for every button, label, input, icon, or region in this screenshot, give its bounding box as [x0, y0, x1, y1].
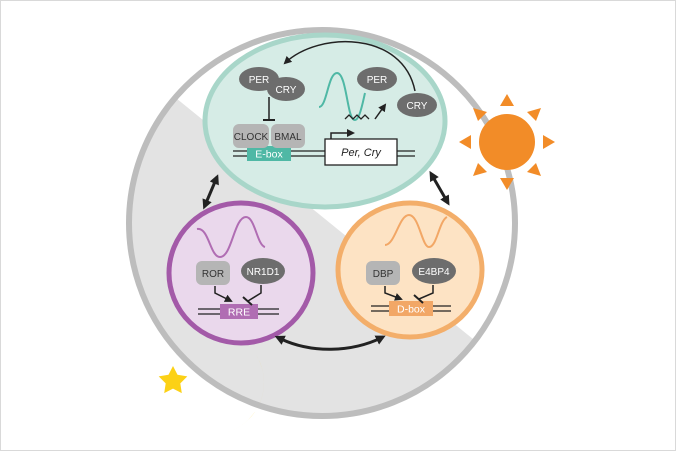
- cry-complex-label: CRY: [276, 85, 297, 96]
- rre-loop: RRE ROR NR1D1: [166, 200, 316, 346]
- clock-protein: [233, 124, 269, 148]
- sun-icon: [459, 94, 555, 190]
- rre-dbox-connector-arrow: [274, 335, 386, 351]
- ror-activation-arrow: [214, 286, 233, 302]
- clock-label: CLOCK: [234, 132, 269, 143]
- rre-loop-background: [166, 200, 316, 346]
- ebox-element-box: [247, 146, 291, 161]
- per-cry-gene-box: [324, 138, 398, 166]
- dbox-element-label: D-box: [397, 304, 426, 316]
- free-cry-label: CRY: [407, 101, 428, 112]
- nr1d1-label: NR1D1: [247, 267, 280, 278]
- star-icon: [158, 366, 188, 394]
- nr1d1-inhibition-line: [247, 285, 262, 302]
- bmal-label: BMAL: [274, 132, 302, 143]
- dbp-label: DBP: [373, 269, 394, 280]
- ebox-element-label: E-box: [255, 149, 283, 161]
- dbox-element-box: [389, 301, 433, 316]
- rre-element-label: RRE: [228, 307, 250, 319]
- bmal-protein: [271, 124, 305, 148]
- e4bp4-label: E4BP4: [418, 267, 450, 278]
- e4bp4-inhibition-line: [418, 285, 434, 300]
- free-cry-protein: [397, 93, 437, 117]
- dbox-loop: D-box DBP E4BP4: [335, 200, 485, 340]
- ebox-loop-background: [202, 32, 448, 210]
- ror-protein: [196, 261, 230, 285]
- dbox-oscillation-wave: [384, 213, 448, 249]
- feedback-arc: [283, 40, 416, 92]
- dbp-activation-arrow: [384, 286, 403, 301]
- ror-label: ROR: [202, 269, 224, 280]
- nr1d1-inhibition-bar: [242, 296, 253, 306]
- mrna-squiggle: [344, 114, 370, 120]
- translation-arrow: [374, 103, 387, 120]
- dbp-protein: [366, 261, 400, 285]
- per-cry-gene-label: Per, Cry: [341, 147, 382, 159]
- loop-connectors: [202, 170, 450, 351]
- free-per-protein: [357, 67, 397, 91]
- per-complex-label: PER: [249, 75, 270, 86]
- nr1d1-protein: [241, 258, 285, 284]
- free-per-label: PER: [367, 75, 388, 86]
- clock-ring: [126, 27, 518, 419]
- ebox-dbox-connector-arrow: [429, 170, 450, 206]
- dbox-loop-background: [335, 200, 485, 340]
- cry-complex-protein: [267, 77, 305, 101]
- rre-element-box: [220, 304, 258, 319]
- e4bp4-inhibition-bar: [413, 294, 424, 304]
- ebox-loop: E-box CLOCK BMAL Per, Cry PER CRY PER CR…: [202, 32, 448, 210]
- ebox-oscillation-wave: [318, 71, 366, 121]
- rre-oscillation-wave: [196, 215, 266, 259]
- ebox-rre-connector-arrow: [202, 174, 219, 210]
- e4bp4-protein: [412, 258, 456, 284]
